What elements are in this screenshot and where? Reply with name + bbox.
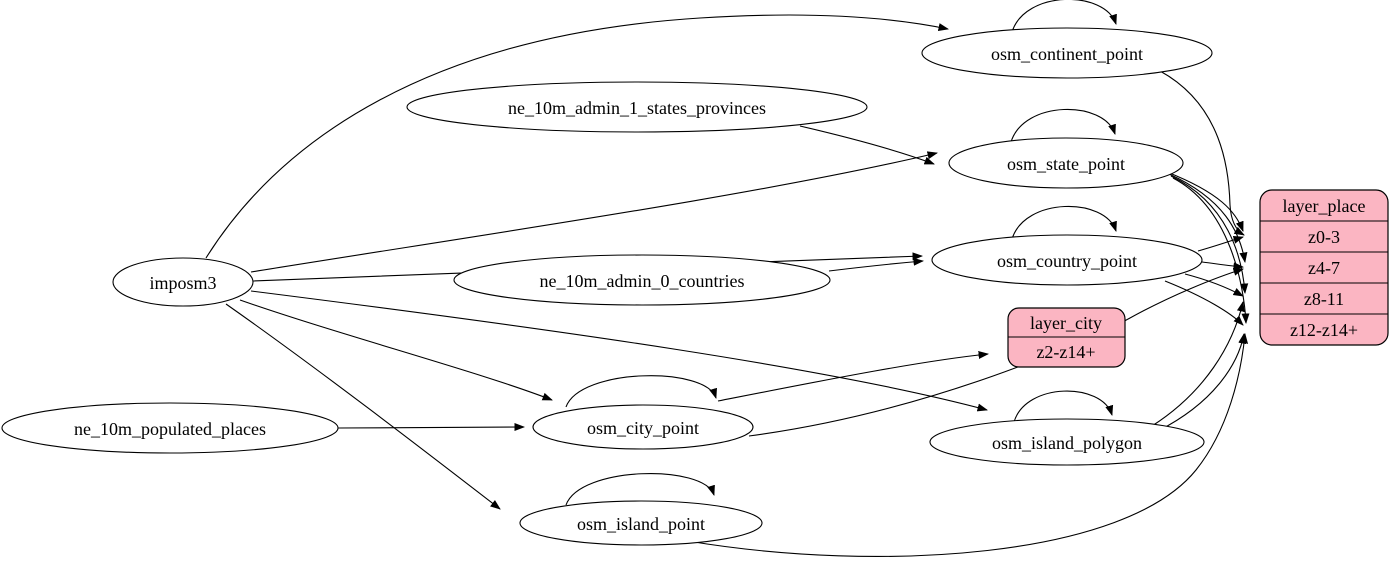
edge-osm-city-point-to-layer-place-z4-7	[748, 267, 1244, 437]
osm-continent-point-ellipse	[921, 27, 1213, 79]
edge-osm-state-point-to-layer-place-z8-11	[1170, 175, 1249, 294]
node-layer-city: layer_city z2-z14+	[1007, 307, 1126, 368]
edge-osm-state-point-to-layer-place-z4-7	[1168, 173, 1248, 263]
ne-populated-places-ellipse	[1, 402, 339, 454]
edge-osm-state-point-to-layer-place-z0-3	[1166, 171, 1244, 232]
self-loop-osm-city-point	[565, 375, 717, 408]
imposm3-ellipse	[112, 257, 254, 307]
node-layer-place: layer_place z0-3 z4-7 z8-11 z12-z14+	[1259, 189, 1389, 346]
edge-imposm3-to-osm-island-polygon	[250, 290, 988, 412]
osm-city-point-ellipse	[532, 404, 754, 450]
layer-city-title: layer_city	[1030, 313, 1102, 333]
node-osm-city-point: osm_city_point	[532, 404, 754, 450]
edge-osm-country-point-to-layer-place-z12-z14	[1164, 280, 1244, 326]
layer-city-row-z2-z14: z2-z14+	[1036, 342, 1095, 362]
edge-imposm3-to-osm-state-point	[250, 151, 938, 273]
osm-island-point-label: osm_island_point	[577, 514, 705, 534]
edge-ne-admin0-to-osm-country-point	[828, 257, 924, 272]
self-loop-osm-continent-point	[1011, 0, 1117, 33]
osm-island-polygon-label: osm_island_polygon	[992, 433, 1142, 453]
self-loop-osm-country-point	[1011, 205, 1117, 240]
layer-place-row-z0-3: z0-3	[1308, 227, 1340, 247]
layer-place-title: layer_place	[1283, 196, 1366, 216]
edge-osm-city-point-to-layer-city-z2-z14	[717, 350, 989, 402]
self-loop-osm-island-point	[565, 473, 715, 506]
osm-city-point-label: osm_city_point	[587, 418, 699, 438]
ne-admin0-label: ne_10m_admin_0_countries	[540, 271, 745, 291]
edge-osm-island-polygon-to-layer-place-z12-z14	[1157, 333, 1247, 432]
osm-continent-point-label: osm_continent_point	[991, 44, 1143, 64]
edge-imposm3-to-osm-continent-point	[205, 14, 949, 259]
osm-country-point-label: osm_country_point	[997, 251, 1137, 271]
osm-state-point-label: osm_state_point	[1007, 154, 1125, 174]
layer-place-row-z8-11: z8-11	[1304, 289, 1344, 309]
osm-country-point-ellipse	[931, 234, 1203, 286]
node-ne-10m-admin-1-states-provinces: ne_10m_admin_1_states_provinces	[406, 81, 868, 133]
ne-admin1-label: ne_10m_admin_1_states_provinces	[508, 98, 766, 118]
edge-osm-island-point-to-layer-place-z12-z14	[687, 333, 1249, 557]
imposm3-label: imposm3	[149, 273, 216, 293]
edge-osm-country-point-to-layer-place-z0-3	[1197, 235, 1244, 252]
edge-layer	[205, 0, 1250, 557]
layer-place-box	[1259, 189, 1389, 346]
edge-osm-country-point-to-layer-place-z8-11	[1184, 273, 1244, 297]
ne-populated-places-label: ne_10m_populated_places	[74, 419, 266, 439]
node-osm-island-point: osm_island_point	[519, 500, 763, 546]
osm-island-polygon-ellipse	[929, 418, 1205, 466]
node-osm-continent-point: osm_continent_point	[921, 27, 1213, 79]
node-osm-state-point: osm_state_point	[948, 137, 1184, 189]
edge-osm-country-point-to-layer-place-z4-7	[1201, 261, 1244, 271]
self-loop-osm-state-point	[1010, 108, 1116, 143]
edge-ne-populated-places-to-osm-city-point	[337, 423, 525, 432]
ne-admin0-ellipse	[453, 254, 831, 306]
edge-imposm3-to-osm-city-point	[239, 299, 553, 401]
node-ne-10m-admin-0-countries: ne_10m_admin_0_countries	[453, 254, 831, 306]
node-imposm3: imposm3	[112, 257, 254, 307]
osm-state-point-ellipse	[948, 137, 1184, 189]
edge-imposm3-to-osm-island-point	[225, 303, 501, 510]
node-osm-island-polygon: osm_island_polygon	[929, 418, 1205, 466]
edge-osm-island-polygon-to-layer-place-z8-11	[1151, 301, 1245, 427]
edge-ne-admin1-to-osm-state-point	[799, 125, 935, 165]
layer-place-row-z4-7: z4-7	[1308, 258, 1340, 278]
node-osm-country-point: osm_country_point	[931, 234, 1203, 286]
ne-admin1-ellipse	[406, 81, 868, 133]
osm-island-point-ellipse	[519, 500, 763, 546]
node-ne-10m-populated-places: ne_10m_populated_places	[1, 402, 339, 454]
self-loop-osm-island-polygon	[1013, 390, 1114, 423]
layer-place-row-z12-z14: z12-z14+	[1290, 320, 1358, 340]
